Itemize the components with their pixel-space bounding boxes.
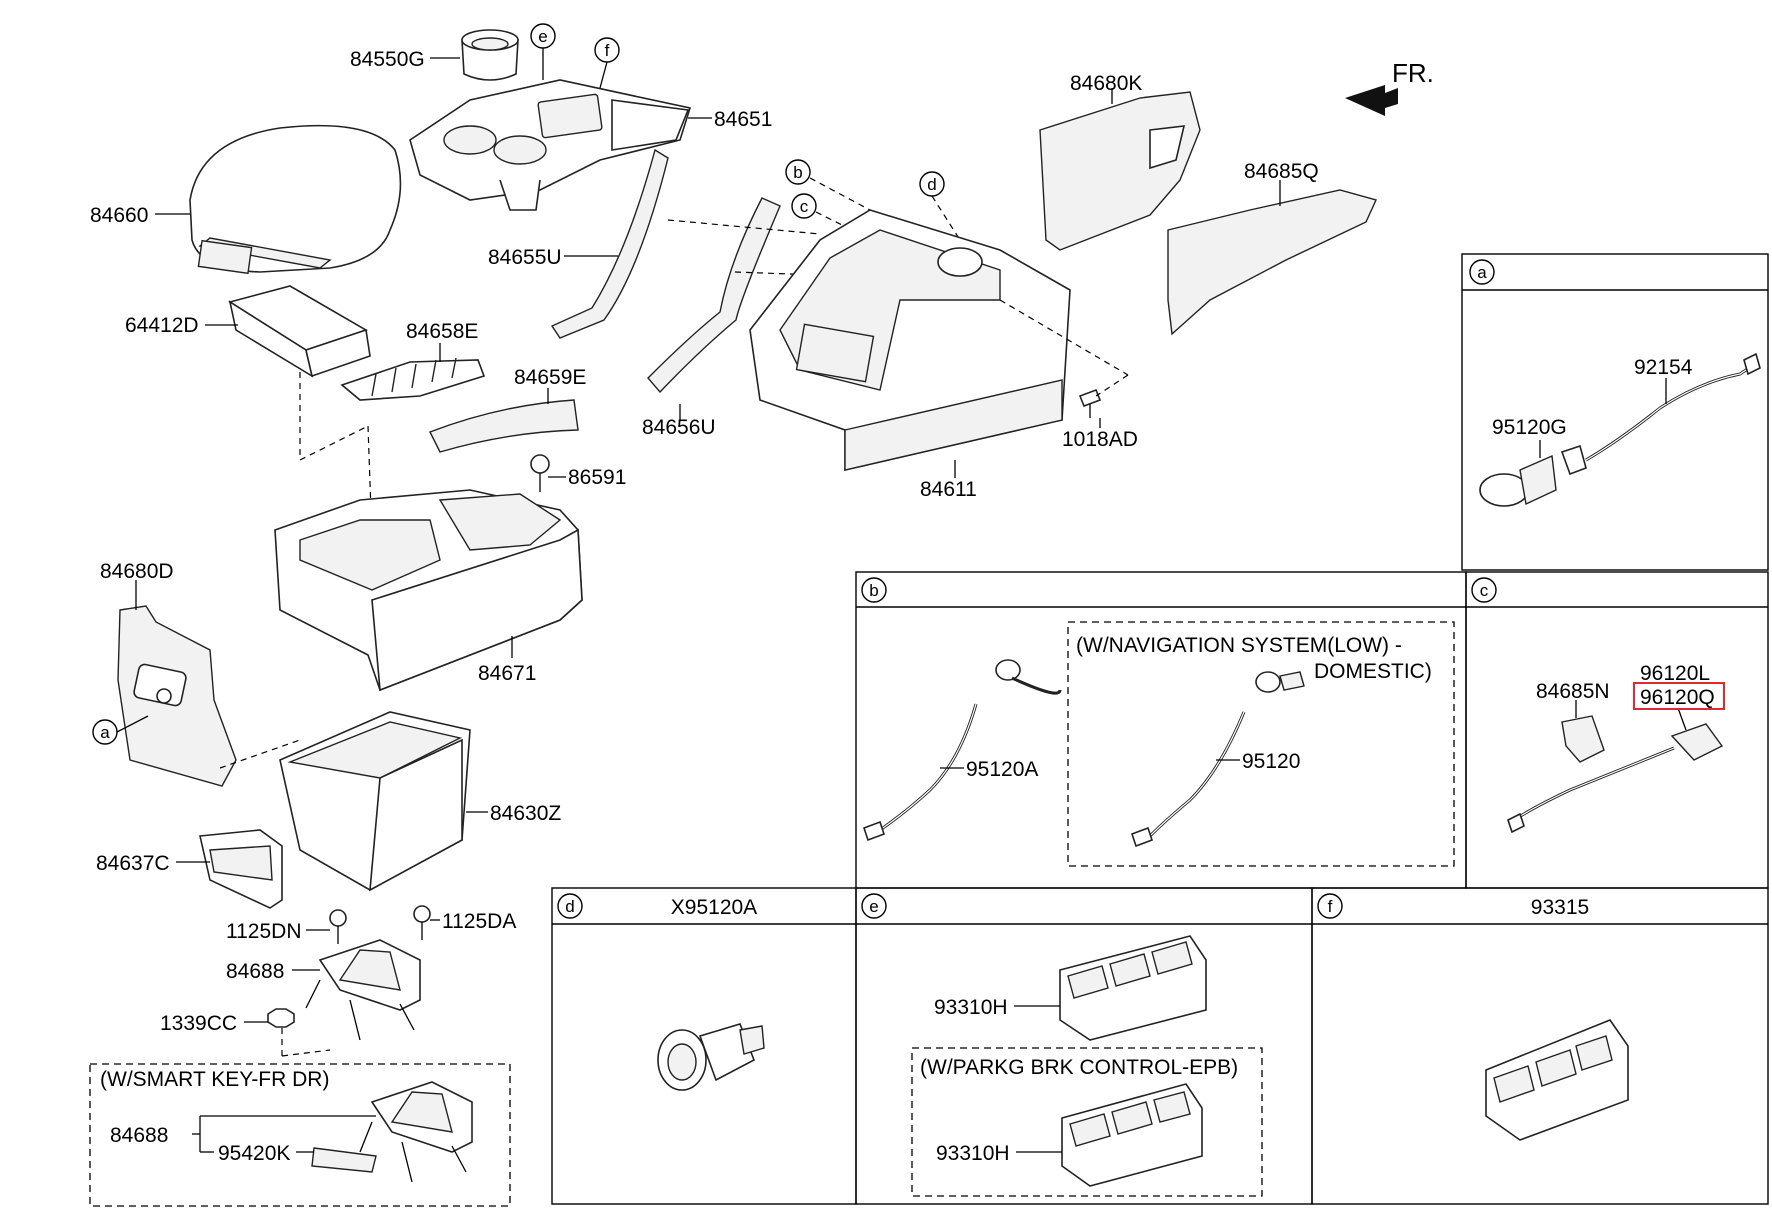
label-84660: 84660: [90, 204, 148, 227]
trim-strip-84655u[interactable]: [550, 148, 669, 339]
label-84685q: 84685Q: [1244, 160, 1319, 183]
label-95420k: 95420K: [218, 1142, 290, 1165]
label-96120q: 96120Q: [1640, 686, 1715, 709]
label-84550g: 84550G: [350, 48, 425, 71]
label-1125dn: 1125DN: [226, 920, 302, 943]
label-1339cc: 1339CC: [160, 1012, 237, 1035]
panel-d-tag: d: [565, 897, 574, 916]
smart-key-note: (W/SMART KEY-FR DR): [100, 1068, 329, 1091]
label-96120l: 96120L: [1640, 662, 1710, 685]
antenna-95420k[interactable]: [311, 1147, 377, 1173]
label-84655u: 84655U: [488, 246, 562, 269]
label-92154: 92154: [1634, 356, 1693, 379]
navigation-note-line1: (W/NAVIGATION SYSTEM(LOW) -: [1076, 634, 1402, 657]
console-frame-84611[interactable]: [749, 209, 1071, 472]
storage-bin-84630z[interactable]: [279, 711, 471, 892]
front-label: FR.: [1392, 58, 1434, 88]
label-84688-smart-key: 84688: [110, 1124, 168, 1147]
parking-brake-note: (W/PARKG BRK CONTROL-EPB): [920, 1056, 1238, 1079]
label-84611: 84611: [920, 478, 977, 501]
center-console-84671[interactable]: [274, 489, 583, 692]
panel-f-title: 93315: [1531, 896, 1589, 919]
callout-f-label: f: [605, 41, 610, 60]
switch-assembly-93310h-epb[interactable]: [1061, 1083, 1203, 1187]
cup-holder-84550g[interactable]: [461, 29, 519, 81]
panel-e-tag: e: [869, 897, 878, 916]
console-upper-panel-84651[interactable]: [409, 79, 692, 211]
highlight-96120q: [1633, 682, 1725, 710]
label-93310h-epb: 93310H: [936, 1142, 1010, 1165]
storage-tray-64412d[interactable]: [228, 285, 371, 378]
panel-c-tag: c: [1480, 581, 1489, 600]
label-1125da: 1125DA: [442, 910, 516, 933]
navigation-note-line2: DOMESTIC): [1314, 660, 1432, 683]
label-84685n: 84685N: [1536, 680, 1610, 703]
usb-cable-95120a[interactable]: [862, 659, 1062, 842]
label-95120g: 95120G: [1492, 416, 1567, 439]
smart-key-variant-box: [89, 1063, 511, 1207]
screw-1018ad[interactable]: [1078, 388, 1102, 418]
label-64412d: 64412D: [125, 314, 199, 337]
parking-brake-variant-box: [911, 1047, 1263, 1197]
screw-86591[interactable]: [530, 454, 550, 492]
usb-aux-jack-96120q[interactable]: [1507, 723, 1724, 834]
panel-b: b: [855, 571, 1467, 889]
side-panel-84680k[interactable]: [1039, 91, 1201, 251]
switch-assembly-93315[interactable]: [1485, 1019, 1629, 1141]
label-95120a: 95120A: [966, 758, 1038, 781]
label-84680d: 84680D: [100, 560, 174, 583]
side-panel-84685q[interactable]: [1167, 189, 1377, 336]
label-84671: 84671: [478, 662, 536, 685]
label-84659e: 84659E: [514, 366, 586, 389]
front-arrow-icon: [1345, 85, 1398, 116]
label-93310h: 93310H: [934, 996, 1008, 1019]
label-84630z: 84630Z: [490, 802, 561, 825]
panel-f: f 93315: [1311, 887, 1769, 1205]
callout-c-label: c: [800, 197, 809, 216]
callout-c[interactable]: [791, 193, 817, 219]
label-84680k: 84680K: [1070, 72, 1142, 95]
switch-assembly-93310h[interactable]: [1059, 935, 1207, 1041]
navigation-variant-box: [1067, 621, 1455, 867]
panel-c: c: [1465, 571, 1769, 889]
panel-d-title: X95120A: [671, 896, 757, 919]
panel-a: a: [1461, 253, 1769, 571]
label-84688: 84688: [226, 960, 284, 983]
power-socket-x95120a[interactable]: [657, 1023, 765, 1091]
panel-a-tag: a: [1477, 263, 1487, 282]
front-direction-indicator: FR.: [1345, 58, 1434, 116]
armrest-84660[interactable]: [189, 124, 402, 275]
callout-b[interactable]: [785, 159, 811, 185]
callout-a-label: a: [100, 723, 110, 742]
label-84651: 84651: [714, 108, 772, 131]
label-84658e: 84658E: [406, 320, 478, 343]
label-1018ad: 1018AD: [1062, 428, 1138, 451]
label-95120: 95120: [1242, 750, 1300, 773]
panel-f-tag: f: [1328, 897, 1333, 916]
usb-cable-95120[interactable]: [1130, 671, 1305, 848]
bezel-84685n[interactable]: [1561, 715, 1605, 763]
bracket-84688[interactable]: [305, 939, 421, 1041]
bracket-84688-smart-key[interactable]: [359, 1081, 473, 1183]
trim-strip-84656u[interactable]: [647, 197, 781, 394]
rear-panel-84680d[interactable]: [117, 605, 237, 787]
callout-d-label: d: [927, 175, 936, 194]
screw-1125da[interactable]: [413, 905, 431, 940]
nut-1339cc[interactable]: [267, 1008, 295, 1028]
cover-84658e[interactable]: [340, 357, 486, 401]
label-84637c: 84637C: [96, 852, 170, 875]
label-86591: 86591: [568, 466, 626, 489]
label-84656u: 84656U: [642, 416, 716, 439]
callout-b-label: b: [793, 163, 802, 182]
panel-84659e[interactable]: [429, 399, 579, 453]
panel-b-tag: b: [869, 581, 878, 600]
wire-harness-92154[interactable]: [1585, 352, 1761, 462]
power-outlet-95120g[interactable]: [1479, 444, 1587, 507]
callout-e-label: e: [538, 27, 547, 46]
screw-1125dn[interactable]: [329, 909, 347, 944]
bracket-84637c[interactable]: [199, 829, 283, 909]
